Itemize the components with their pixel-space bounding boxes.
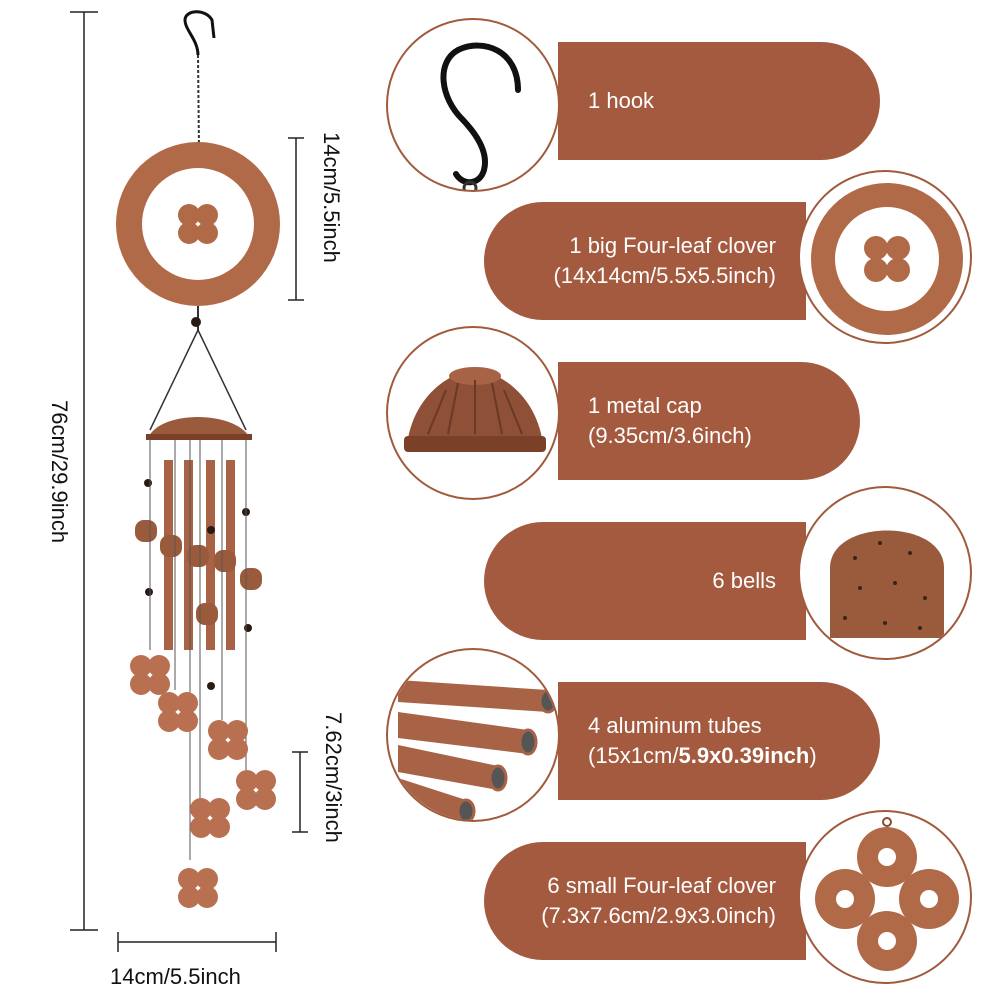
small-clover-spacing-label: 7.62cm/3inch [321,712,346,843]
bell-icon [214,550,236,572]
bell-icon [135,520,157,542]
big-clover-height-label: 14cm/5.5inch [319,132,344,263]
part-cap-size: (9.35cm/3.6inch) [588,423,752,448]
hook-icon [183,10,216,56]
bell-icon [160,535,182,557]
small-clover-icon [815,817,959,971]
metal-cap-icon [404,367,546,452]
part-hook-image [386,18,560,192]
dimension-lines [70,11,308,952]
part-hook-label: 1 hook [588,88,655,113]
tubes-icon [398,680,558,820]
bell-icon [187,545,209,567]
wind-chime-illustration [116,10,280,908]
part-big-clover-image [798,170,972,344]
part-small-clover-image [798,810,972,984]
part-cap-label: 1 metal cap [588,393,702,418]
big-clover-icon [811,183,963,335]
part-small-clover-pill: 6 small Four-leaf clover (7.3x7.6cm/2.9x… [484,842,806,960]
part-bells-label: 6 bells [712,568,776,593]
part-tubes-pill: 4 aluminum tubes (15x1cm/5.9x0.39inch) [558,682,880,800]
width-label: 14cm/5.5inch [110,964,241,989]
part-big-clover-size: (14x14cm/5.5x5.5inch) [553,263,776,288]
bell-icon [196,603,218,625]
part-bells-image [798,486,972,660]
part-cap-image [386,326,560,500]
part-cap-pill: 1 metal cap (9.35cm/3.6inch) [558,362,860,480]
big-clover-icon [116,142,280,306]
part-big-clover-label: 1 big Four-leaf clover [569,233,776,258]
part-tubes-size: (15x1cm/5.9x0.39inch) [588,743,817,768]
bell-icon [830,530,944,638]
part-tubes-image [386,648,560,822]
part-small-clover-label: 6 small Four-leaf clover [547,873,776,898]
part-small-clover-size: (7.3x7.6cm/2.9x3.0inch) [541,903,776,928]
part-big-clover-pill: 1 big Four-leaf clover (14x14cm/5.5x5.5i… [484,202,806,320]
part-tubes-label: 4 aluminum tubes [588,713,762,738]
hook-icon [440,42,521,190]
tube [206,460,215,650]
part-hook-pill: 1 hook [558,42,880,160]
part-bells-pill: 6 bells [484,522,806,640]
metal-cap-icon [148,417,250,438]
total-height-label: 76cm/29.9inch [47,400,72,544]
